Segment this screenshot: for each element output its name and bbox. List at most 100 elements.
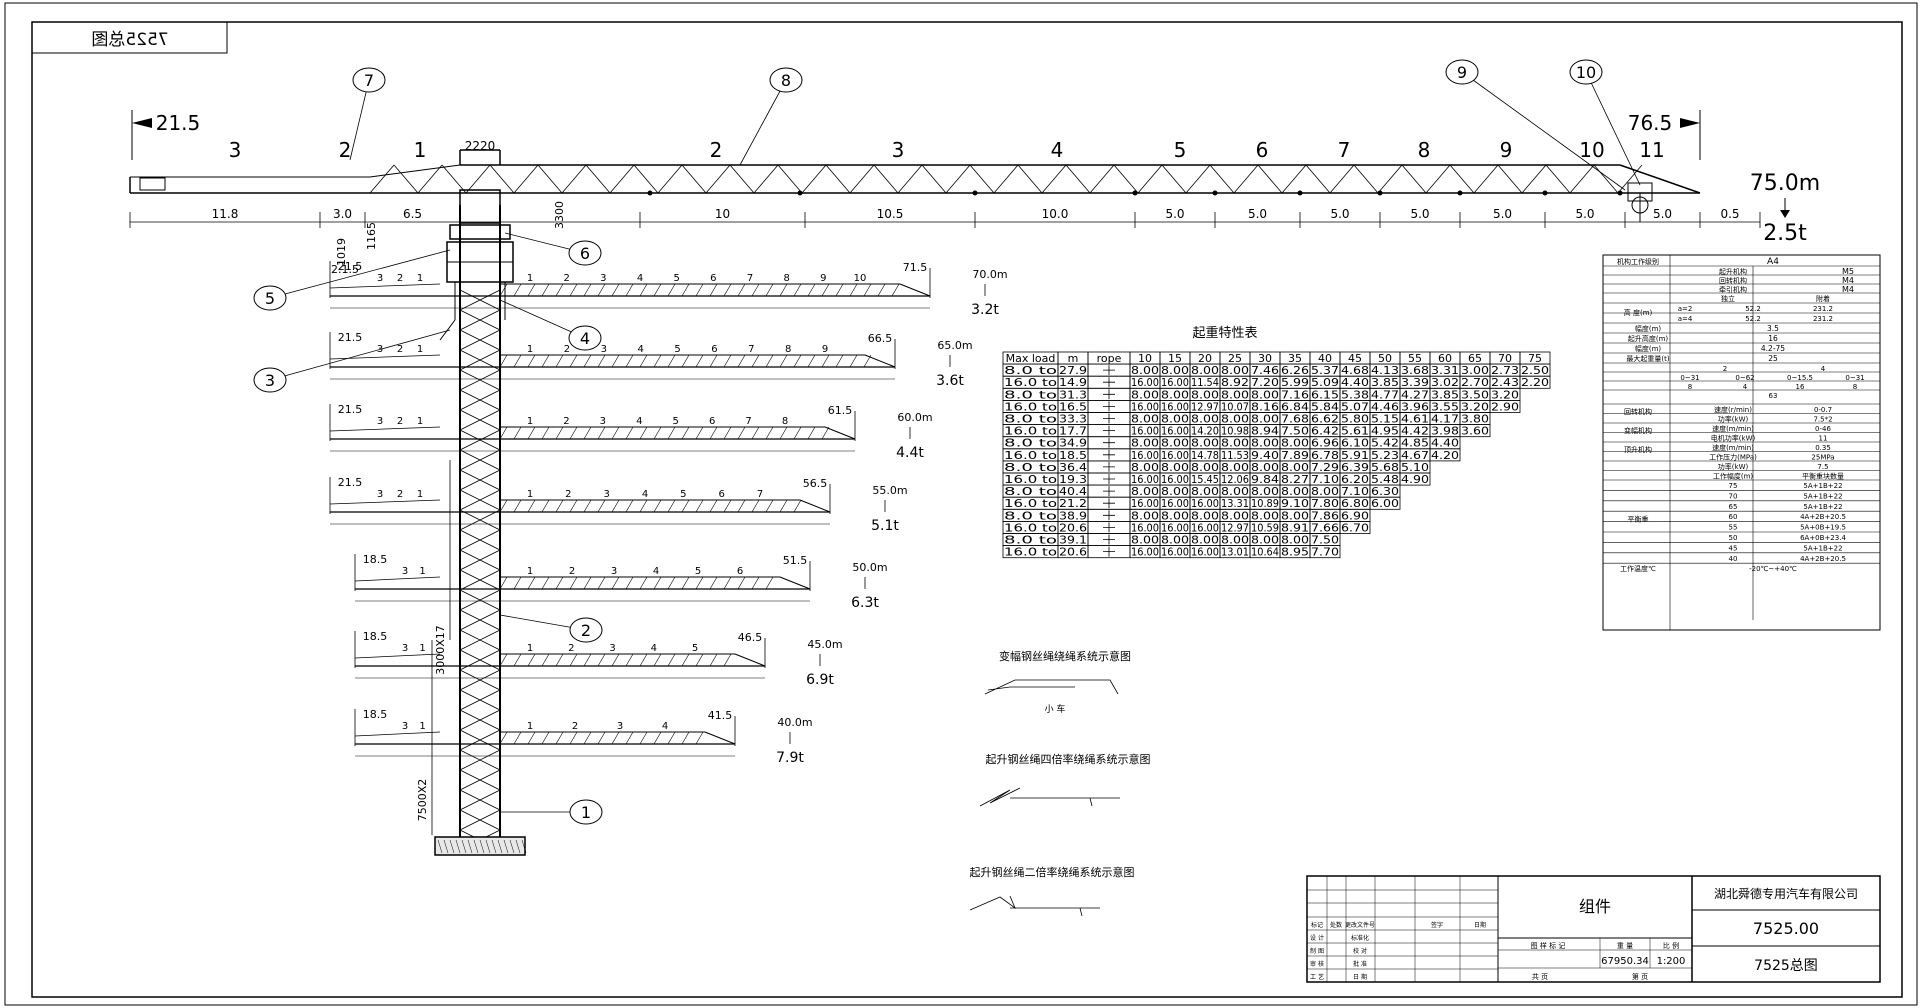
config-lacing — [877, 283, 886, 297]
lift-value: 20.6 — [1059, 547, 1087, 559]
spec-block-item: 功率(kW) — [1718, 462, 1749, 471]
spec-row-label: 起升高度(m) — [1628, 334, 1669, 343]
lift-value: 8.00 — [1281, 510, 1309, 522]
config-section-no: 2 — [569, 566, 575, 577]
config-section-no: 5 — [674, 344, 680, 355]
jib-dim: 5.0 — [1248, 207, 1267, 221]
tb-h-sheet: 第 页 — [1632, 972, 1648, 981]
tower-lacing — [459, 509, 501, 531]
config-section-no: 7 — [745, 416, 751, 427]
lift-value: 10.59 — [1251, 522, 1279, 534]
lift-header: 50 — [1378, 352, 1392, 365]
config-lacing — [667, 283, 676, 297]
config-lacing — [541, 653, 550, 667]
config-radius: 65.0m — [937, 339, 972, 352]
config-section-no: 3 — [611, 566, 617, 577]
config-section-no: 5 — [692, 643, 698, 654]
config-lacing — [695, 426, 704, 440]
lift-value: 31.3 — [1059, 389, 1087, 401]
config-section-no: 4 — [637, 344, 643, 355]
config-lacing — [499, 653, 508, 667]
lift-cell — [1309, 545, 1341, 559]
callout-leader — [739, 79, 787, 166]
lift-value: 3.31 — [1431, 365, 1459, 377]
mirrored-tag-box — [31, 21, 228, 54]
base-hatch — [503, 839, 509, 854]
counter-dim: 6.5 — [403, 207, 422, 221]
counter-dim: 11.8 — [212, 207, 239, 221]
lift-value: 5.37 — [1311, 365, 1339, 377]
lift-value: 8.0 to — [1004, 414, 1057, 426]
spec-ballast-radius: 50 — [1729, 534, 1738, 542]
jib-lacing — [1161, 164, 1187, 194]
spec-row-value: 25 — [1768, 354, 1778, 363]
config-lacing — [779, 499, 788, 513]
callout-leader — [349, 79, 370, 161]
lift-value: 16.00 — [1161, 450, 1189, 462]
lift-value: 8.00 — [1161, 462, 1189, 474]
config-lacing — [569, 731, 578, 745]
config-lacing — [807, 426, 816, 440]
lift-value: 3.20 — [1491, 389, 1519, 401]
config-jib-tip — [799, 499, 831, 513]
lift-value: 8.00 — [1191, 438, 1219, 450]
jib-section-no: 6 — [1256, 138, 1269, 162]
jib-lacing — [1041, 164, 1067, 194]
lift-value: 8.00 — [1251, 389, 1279, 401]
base-hatch — [455, 839, 461, 854]
config-counter-top — [329, 283, 441, 289]
config-section-no: 3 — [377, 489, 383, 500]
jib-lacing — [1593, 164, 1619, 194]
sig-cell: 更改文件号 — [1345, 921, 1375, 929]
spec-ballast-value: 5A+1B+22 — [1803, 492, 1842, 500]
lift-value: 4.27 — [1401, 389, 1429, 401]
hook-pulley — [1631, 196, 1649, 214]
config-section-no: 3 — [402, 566, 408, 577]
config-counter-top — [354, 653, 441, 659]
lift-value: 8.0 to — [1004, 438, 1057, 450]
config-lacing — [681, 731, 690, 745]
spec-h-a: a=2 — [1678, 305, 1693, 313]
base-hatch — [521, 839, 527, 854]
lift-value: 3.80 — [1461, 414, 1489, 426]
spec-block-label: 变幅机构 — [1624, 426, 1652, 435]
lift-value: 17.7 — [1059, 426, 1087, 438]
jib-section-no: 5 — [1174, 138, 1187, 162]
jib-lacing — [633, 164, 659, 194]
tb-h-scale: 比 例 — [1663, 941, 1679, 950]
config-lacing — [709, 499, 718, 513]
lift-value: 39.1 — [1059, 535, 1087, 547]
lift-value: 8.16 — [1251, 401, 1279, 413]
lift-value: 5.80 — [1341, 414, 1369, 426]
spec-block-item: 速度(m/min) — [1712, 424, 1754, 433]
hoist4-caption: 起升钢丝绳四倍率绕绳系统示意图 — [986, 752, 1151, 766]
lift-value: 16.00 — [1161, 401, 1189, 413]
lift-value: 16.00 — [1161, 426, 1189, 438]
jib-lacing — [825, 164, 851, 194]
config-lacing — [751, 426, 760, 440]
lift-table-title: 起重特性表 — [1192, 325, 1257, 341]
lift-value: 9.84 — [1251, 474, 1279, 486]
lift-value: 3.68 — [1401, 365, 1429, 377]
jib-lacing — [1185, 164, 1211, 194]
callout-leader — [1461, 71, 1626, 191]
callout-circle — [1569, 59, 1603, 85]
lift-cell — [1369, 496, 1401, 510]
config-lacing — [639, 653, 648, 667]
config-section-no: 1 — [527, 721, 533, 732]
base-hatch — [443, 839, 449, 854]
lift-value: 5.09 — [1311, 377, 1339, 389]
load-arrowhead — [1780, 210, 1790, 218]
callout-circle — [568, 325, 602, 351]
jib-section-no: 7 — [1338, 138, 1351, 162]
lift-value: 8.00 — [1281, 535, 1309, 547]
lift-value: 14.20 — [1191, 426, 1219, 438]
config-lacing — [499, 283, 508, 297]
config-counter-top — [354, 576, 441, 582]
tower-lacing — [459, 689, 501, 711]
config-radius: 55.0m — [872, 484, 907, 497]
jib-tip-slope — [1619, 164, 1701, 194]
tower-lacing — [459, 409, 501, 431]
spec-mech-item: 起升机构 — [1719, 267, 1747, 276]
